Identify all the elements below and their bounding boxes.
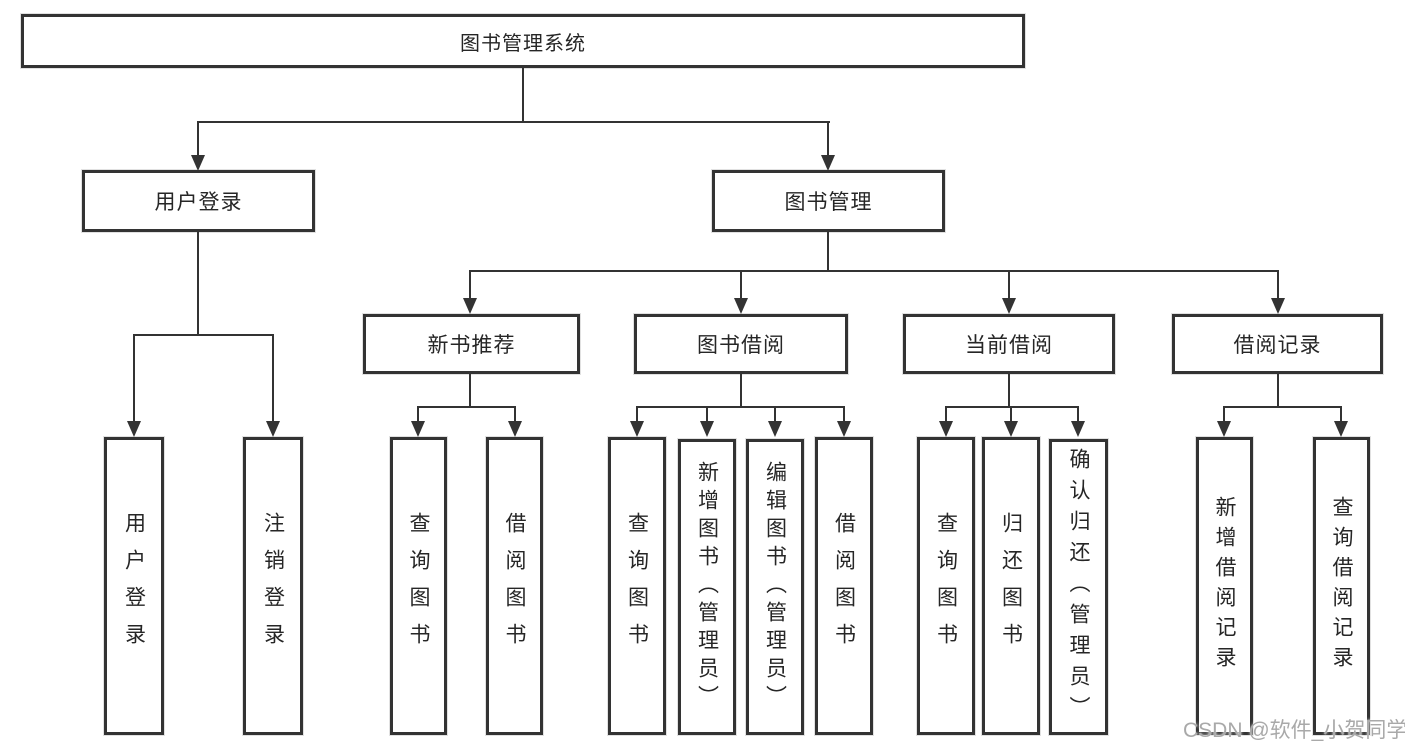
leaf-current-confirm-return: 确认归还（管理员）	[1049, 439, 1108, 735]
leaf-new-book-borrow: 借阅图书	[486, 437, 543, 735]
connector-level3-rail	[469, 270, 1279, 272]
connector-user-login-trunk	[197, 232, 199, 336]
connector-arrow-cb-return-line	[1010, 406, 1012, 421]
connector-arrow-current-borrow-line	[1008, 270, 1010, 298]
leaf-user-login-label: 用户登录	[122, 512, 146, 660]
arrow-down-icon	[1334, 421, 1348, 437]
arrow-down-icon	[508, 421, 522, 437]
node-new-book-label: 新书推荐	[427, 334, 516, 357]
connector-arrow-cb-confirm-line	[1077, 406, 1079, 421]
leaf-current-query: 查询图书	[917, 437, 975, 735]
connector-arrow-rec-query-line	[1340, 406, 1342, 421]
leaf-book-borrow-borrow-label: 借阅图书	[832, 512, 856, 660]
arrow-down-icon	[411, 421, 425, 437]
node-new-book: 新书推荐	[363, 314, 580, 374]
connector-user-login-rail	[133, 334, 274, 336]
connector-arrow-leaf-user-login-line	[133, 334, 135, 421]
arrow-down-icon	[127, 421, 141, 437]
connector-arrow-book-borrow-line	[740, 270, 742, 298]
leaf-book-borrow-borrow: 借阅图书	[815, 437, 873, 735]
node-user-login: 用户登录	[82, 170, 315, 232]
leaf-user-login: 用户登录	[104, 437, 164, 735]
node-borrow-record: 借阅记录	[1172, 314, 1383, 374]
leaf-current-return: 归还图书	[982, 437, 1040, 735]
node-book-borrow: 图书借阅	[634, 314, 848, 374]
node-root: 图书管理系统	[21, 14, 1025, 68]
connector-arrow-bb-edit-line	[774, 406, 776, 421]
arrow-down-icon	[266, 421, 280, 437]
arrow-down-icon	[768, 421, 782, 437]
node-user-login-label: 用户登录	[154, 191, 243, 214]
node-root-label: 图书管理系统	[460, 32, 586, 55]
leaf-book-borrow-edit: 编辑图书（管理员）	[746, 439, 804, 735]
leaf-new-book-borrow-label: 借阅图书	[503, 512, 526, 660]
connector-arrow-leaf-logout-line	[272, 334, 274, 421]
arrow-down-icon	[939, 421, 953, 437]
node-book-mgmt: 图书管理	[712, 170, 945, 232]
node-current-borrow: 当前借阅	[903, 314, 1115, 374]
arrow-down-icon	[630, 421, 644, 437]
arrow-down-icon	[700, 421, 714, 437]
arrow-down-icon	[734, 298, 748, 314]
node-book-mgmt-label: 图书管理	[784, 191, 873, 214]
connector-arrow-rec-add-line	[1223, 406, 1225, 421]
arrow-down-icon	[1004, 421, 1018, 437]
connector-level2-rail	[197, 121, 830, 123]
leaf-current-query-label: 查询图书	[934, 512, 958, 660]
connector-arrow-borrow-record-line	[1277, 270, 1279, 298]
connector-arrow-bb-add-line	[706, 406, 708, 421]
leaf-book-borrow-add-label: 新增图书（管理员）	[695, 461, 719, 713]
connector-book-borrow-rail	[636, 406, 845, 408]
connector-root-trunk	[522, 68, 524, 123]
leaf-record-add-label: 新增借阅记录	[1213, 496, 1236, 676]
connector-arrow-bb-borrow-line	[843, 406, 845, 421]
connector-new-book-trunk	[469, 374, 471, 408]
arrow-down-icon	[837, 421, 851, 437]
arrow-down-icon	[191, 155, 205, 171]
connector-current-borrow-rail	[945, 406, 1079, 408]
leaf-logout-label: 注销登录	[261, 512, 285, 660]
connector-arrow-cb-query-line	[945, 406, 947, 421]
arrow-down-icon	[1071, 421, 1085, 437]
connector-arrow-book-mgmt-line	[827, 121, 829, 156]
leaf-logout: 注销登录	[243, 437, 303, 735]
node-book-borrow-label: 图书借阅	[697, 334, 785, 357]
arrow-down-icon	[1002, 298, 1016, 314]
connector-arrow-user-login-line	[197, 121, 199, 156]
leaf-book-borrow-query: 查询图书	[608, 437, 666, 735]
connector-book-borrow-trunk	[740, 374, 742, 408]
node-borrow-record-label: 借阅记录	[1233, 334, 1322, 357]
connector-arrow-bb-query-line	[636, 406, 638, 421]
connector-arrow-new-book-line	[469, 270, 471, 298]
connector-borrow-record-trunk	[1277, 374, 1279, 408]
connector-arrow-nb-borrow-line	[514, 406, 516, 421]
leaf-new-book-query: 查询图书	[390, 437, 447, 735]
leaf-new-book-query-label: 查询图书	[407, 512, 430, 660]
connector-current-borrow-trunk	[1008, 374, 1010, 408]
leaf-record-query: 查询借阅记录	[1313, 437, 1370, 735]
csdn-watermark: CSDN @软件_小贺同学	[1183, 719, 1405, 742]
arrow-down-icon	[463, 298, 477, 314]
connector-borrow-record-rail	[1223, 406, 1342, 408]
leaf-book-borrow-query-label: 查询图书	[625, 512, 649, 660]
arrow-down-icon	[821, 155, 835, 171]
leaf-record-query-label: 查询借阅记录	[1330, 496, 1353, 676]
leaf-book-borrow-edit-label: 编辑图书（管理员）	[763, 461, 787, 713]
connector-new-book-rail	[417, 406, 516, 408]
connector-book-mgmt-trunk	[827, 232, 829, 272]
connector-arrow-nb-query-line	[417, 406, 419, 421]
leaf-record-add: 新增借阅记录	[1196, 437, 1253, 735]
arrow-down-icon	[1271, 298, 1285, 314]
node-current-borrow-label: 当前借阅	[965, 334, 1053, 357]
arrow-down-icon	[1217, 421, 1231, 437]
leaf-current-return-label: 归还图书	[999, 512, 1023, 660]
leaf-book-borrow-add: 新增图书（管理员）	[678, 439, 736, 735]
leaf-current-confirm-return-label: 确认归还（管理员）	[1067, 447, 1090, 727]
